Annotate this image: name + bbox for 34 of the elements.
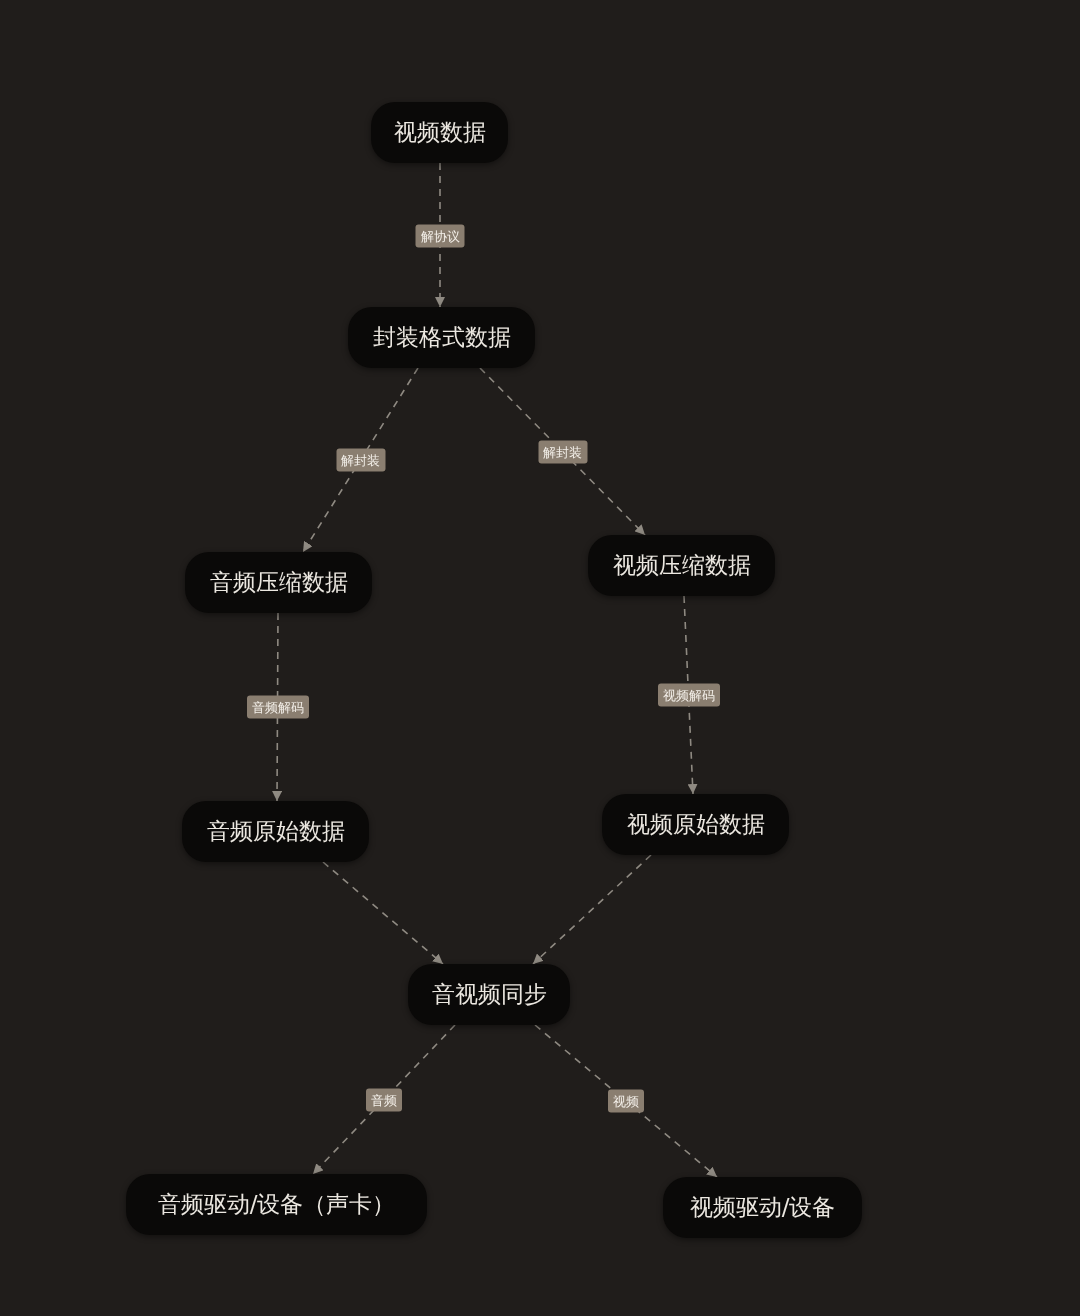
- dashed-arrow: [302, 367, 419, 553]
- process-box: [185, 552, 372, 613]
- process-box: [348, 307, 535, 368]
- dashed-arrow: [479, 367, 646, 536]
- node-text: 视频原始数据: [626, 810, 765, 839]
- node-text: 封装格式数据: [372, 323, 511, 352]
- edge-label: 解封装: [336, 448, 385, 472]
- process-box: [588, 535, 775, 596]
- node-text: 视频驱动/设备: [689, 1193, 836, 1222]
- process-box: [408, 964, 570, 1025]
- edge-label: 解封装: [538, 440, 587, 463]
- node-text: 视频数据: [393, 118, 486, 147]
- node-text: 音视频同步: [431, 980, 547, 1009]
- dashed-arrow: [683, 595, 698, 795]
- edge-label: 音频: [366, 1088, 402, 1111]
- dashed-arrow: [322, 861, 444, 965]
- edge-label: 视频解码: [657, 683, 720, 707]
- node-text: 音频原始数据: [206, 817, 345, 846]
- process-box: [371, 102, 508, 163]
- dashed-arrow: [532, 854, 652, 965]
- edge-label: 视频: [608, 1089, 644, 1113]
- process-box: [182, 801, 369, 862]
- edge-label: 音频解码: [246, 695, 309, 719]
- node-text: 音频压缩数据: [209, 568, 348, 597]
- process-box: [602, 794, 789, 855]
- process-box: [663, 1177, 862, 1238]
- dashed-arrow: [312, 1024, 456, 1175]
- edge-label: 解协议: [415, 224, 465, 248]
- dashed-arrow: [435, 162, 445, 308]
- dashed-arrow: [272, 612, 283, 802]
- node-text: 视频压缩数据: [612, 551, 751, 580]
- dashed-arrow: [534, 1024, 718, 1178]
- process-box: [126, 1174, 427, 1235]
- node-text: 音频驱动/设备（声卡）: [157, 1190, 396, 1219]
